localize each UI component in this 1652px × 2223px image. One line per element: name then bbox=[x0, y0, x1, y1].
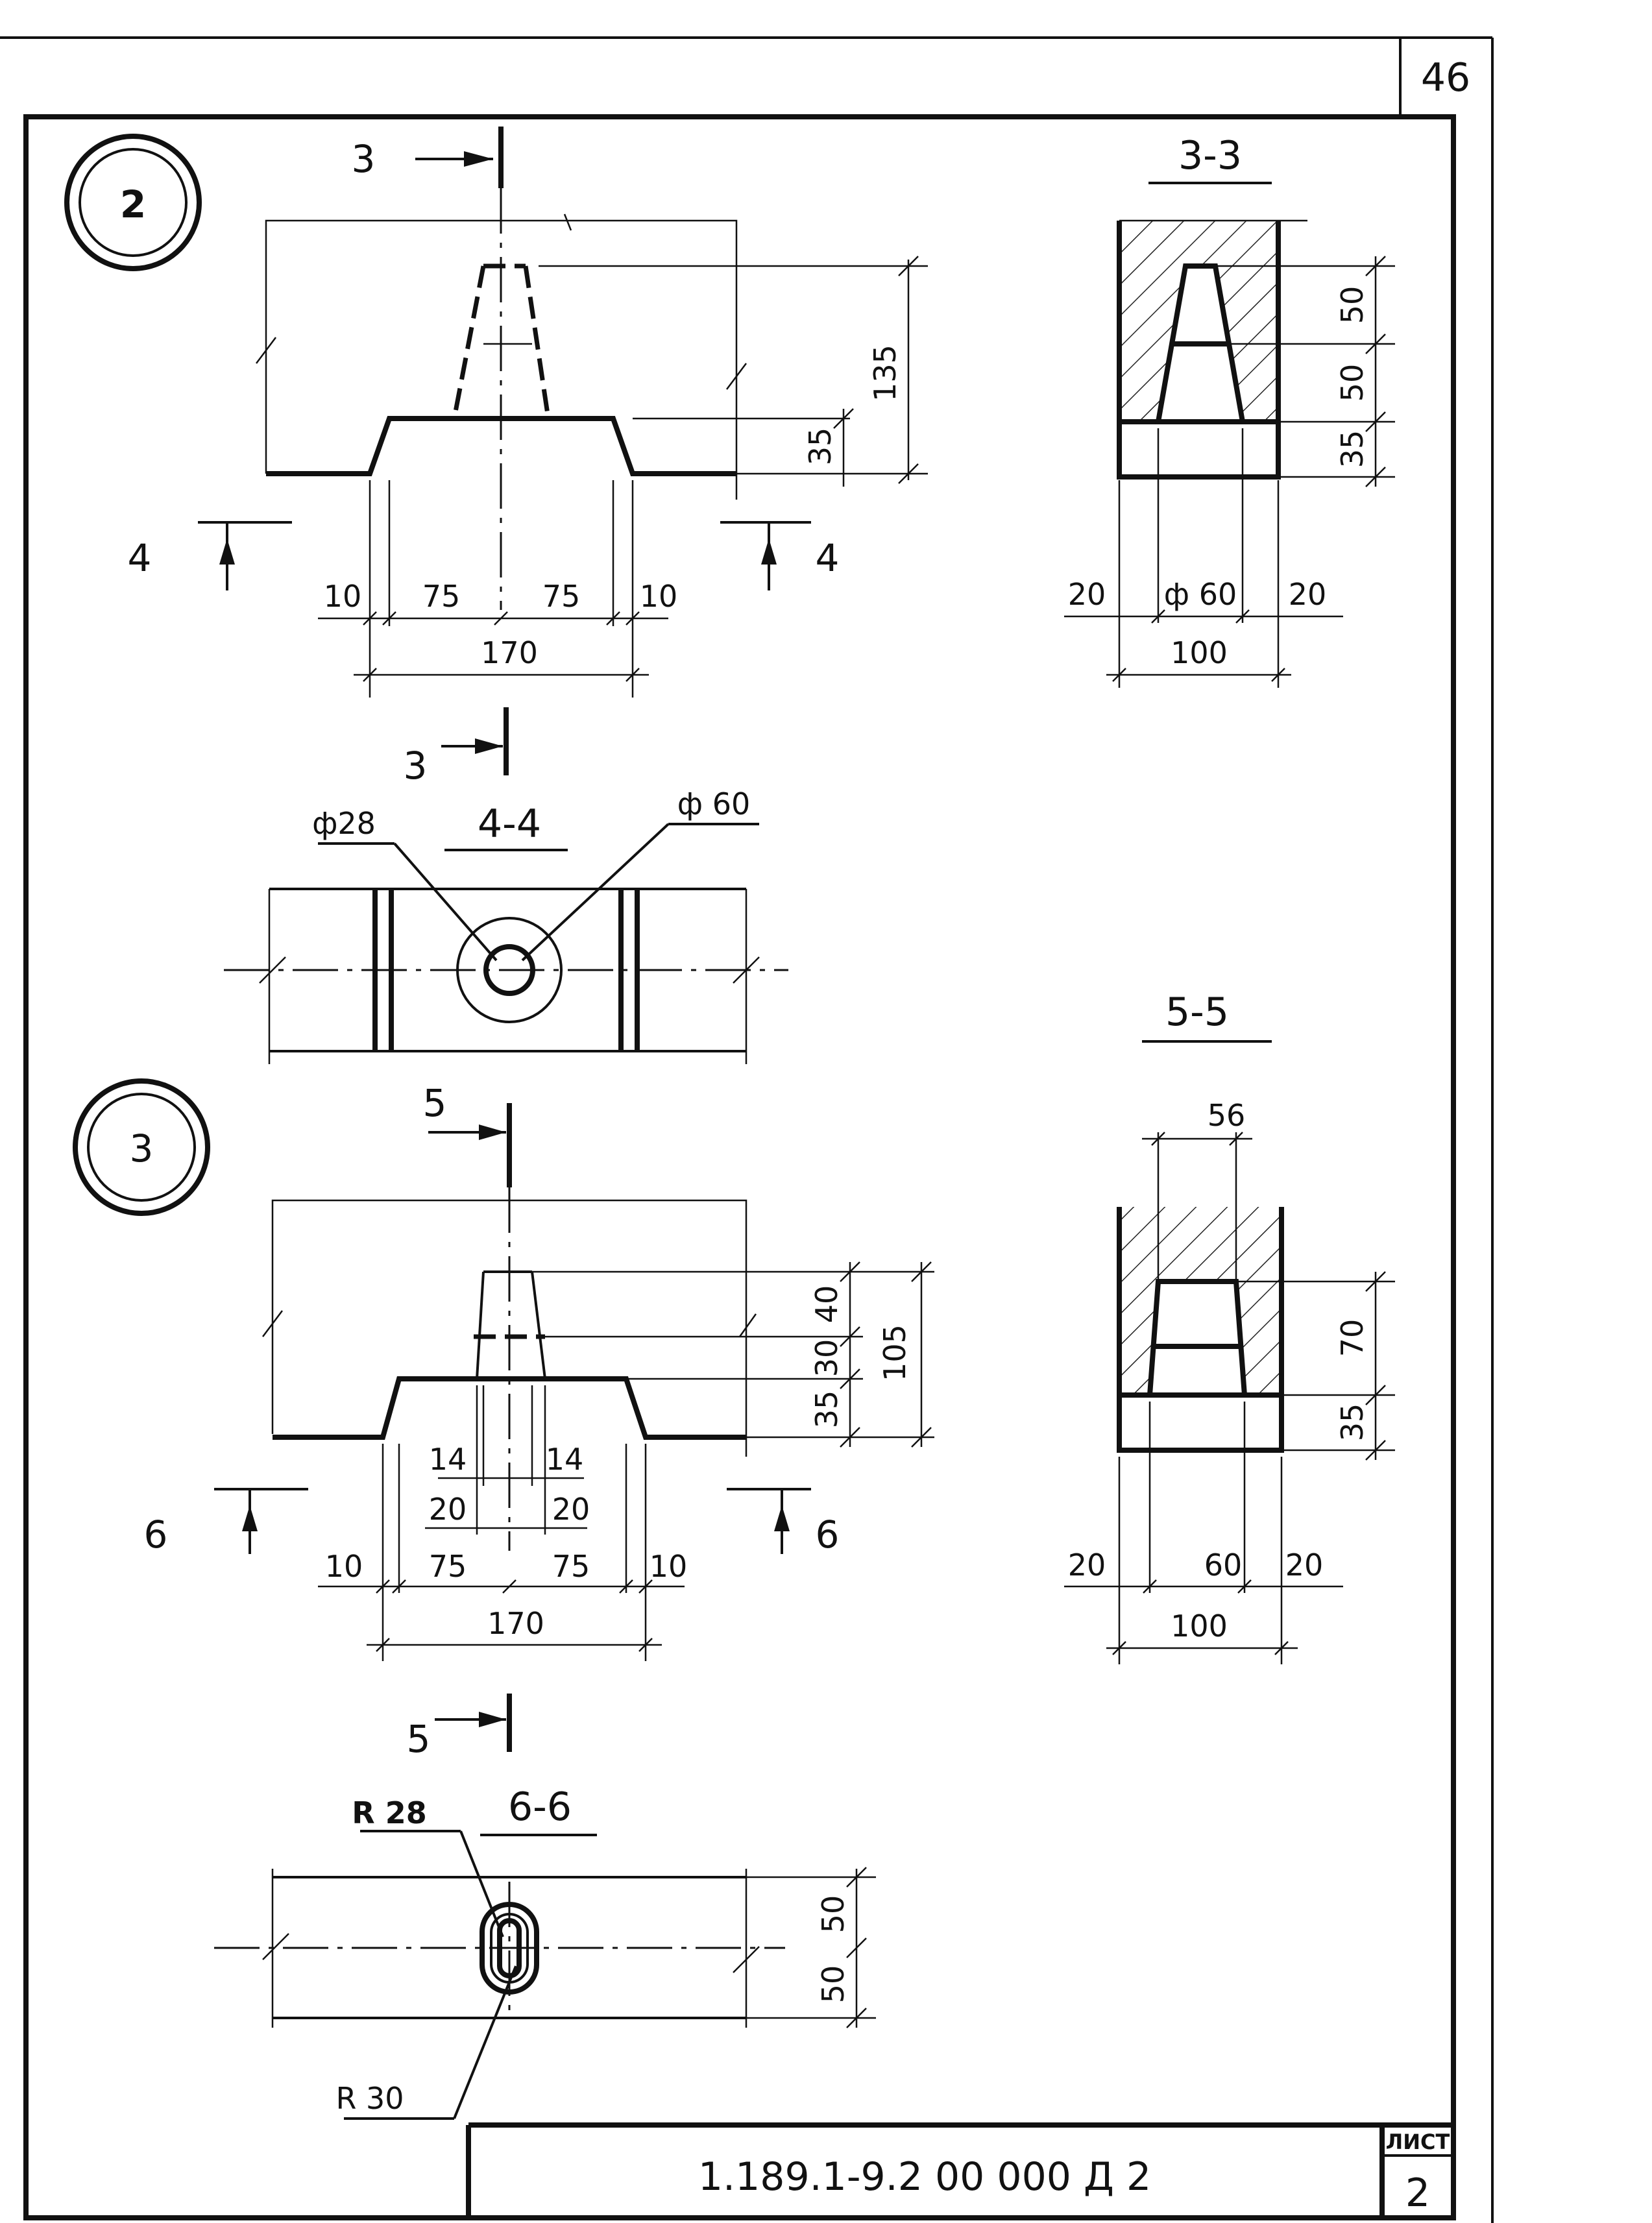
section-3-3-dim-right: 20 bbox=[1289, 577, 1327, 612]
section-6-6-dim-50-top: 50 bbox=[816, 1895, 851, 1934]
section-6-6-plan bbox=[214, 1830, 876, 2120]
detail-3-dim-75-left: 75 bbox=[429, 1549, 467, 1584]
detail-3-cut-5-top: 5 bbox=[423, 1081, 512, 1187]
detail-2-dim-10-right: 10 bbox=[640, 579, 678, 614]
section-3-3-drawing bbox=[1064, 219, 1395, 688]
section-3-3-title: 3-3 bbox=[1178, 133, 1242, 178]
section-5-5-drawing bbox=[1064, 1132, 1395, 1664]
section-3-3-dim-total: 100 bbox=[1171, 635, 1228, 670]
detail-3-dim-20-right: 20 bbox=[552, 1492, 590, 1527]
section-4-4-callout-right: ф 60 bbox=[677, 786, 750, 821]
svg-text:3: 3 bbox=[404, 744, 428, 788]
detail-3-marker: 3 bbox=[73, 1078, 210, 1216]
document-code: 1.189.1-9.2 00 000 Д 2 bbox=[698, 2154, 1151, 2200]
detail-3-elevation bbox=[262, 1187, 934, 1551]
detail-3-cut-6-left: 6 bbox=[144, 1488, 308, 1557]
detail-2-bottom-dims bbox=[318, 480, 668, 698]
detail-3-cut-5-bottom: 5 bbox=[407, 1694, 512, 1761]
detail-3-dim-total: 170 bbox=[487, 1606, 544, 1641]
svg-text:4: 4 bbox=[816, 536, 840, 580]
detail-3-dim-40: 40 bbox=[809, 1285, 844, 1324]
section-4-4-plan bbox=[224, 823, 788, 1064]
sheet-label: ЛИСТ bbox=[1386, 2130, 1450, 2154]
detail-3-dim-14-left: 14 bbox=[429, 1442, 467, 1477]
svg-text:2: 2 bbox=[120, 182, 146, 226]
detail-2-dim-base: 35 bbox=[803, 428, 838, 466]
detail-2-dim-75-right: 75 bbox=[542, 579, 581, 614]
section-5-5-dim-35: 35 bbox=[1335, 1403, 1370, 1442]
section-5-5-dim-right: 20 bbox=[1285, 1548, 1324, 1583]
svg-text:5: 5 bbox=[407, 1717, 431, 1761]
section-6-6-callout-top: R 28 bbox=[352, 1795, 426, 1830]
section-3-3-dim-50-mid: 50 bbox=[1335, 364, 1370, 402]
detail-3-dim-14-right: 14 bbox=[546, 1442, 584, 1477]
detail-3-cut-6-right: 6 bbox=[727, 1488, 840, 1557]
detail-2-marker: 2 bbox=[64, 134, 202, 271]
detail-3-dim-75-right: 75 bbox=[552, 1549, 590, 1584]
section-4-4-callout-left: ф28 bbox=[312, 806, 376, 841]
section-3-3-dim-35: 35 bbox=[1335, 430, 1370, 468]
detail-3-dim-35: 35 bbox=[809, 1391, 844, 1429]
detail-3-dim-height: 105 bbox=[877, 1324, 912, 1381]
section-5-5-title: 5-5 bbox=[1165, 990, 1229, 1035]
section-5-5-dim-mid: 60 bbox=[1204, 1548, 1243, 1583]
title-block bbox=[466, 2122, 1453, 2218]
section-6-6-callout-bottom: R 30 bbox=[335, 2081, 404, 2116]
svg-text:3: 3 bbox=[130, 1126, 154, 1171]
svg-text:3: 3 bbox=[352, 137, 376, 181]
detail-2-cut-4-right: 4 bbox=[720, 521, 840, 590]
sheet-frame bbox=[0, 36, 1494, 2223]
section-3-3-dim-left: 20 bbox=[1068, 577, 1106, 612]
svg-text:5: 5 bbox=[423, 1081, 447, 1125]
section-3-3-dim-50-top: 50 bbox=[1335, 286, 1370, 324]
detail-3-dim-10-left: 10 bbox=[325, 1549, 363, 1584]
svg-text:6: 6 bbox=[144, 1512, 168, 1557]
detail-2-dim-75-left: 75 bbox=[422, 579, 461, 614]
sheet-number: 2 bbox=[1405, 2170, 1430, 2216]
section-6-6-dim-50-bottom: 50 bbox=[816, 1965, 851, 2004]
detail-2-dim-10-left: 10 bbox=[324, 579, 362, 614]
section-5-5-dim-top: 56 bbox=[1208, 1098, 1246, 1133]
detail-2-dim-total: 170 bbox=[481, 635, 538, 670]
detail-2-cut-3-top: 3 bbox=[352, 127, 504, 188]
detail-2-elevation bbox=[256, 188, 928, 610]
section-5-5-dim-70: 70 bbox=[1335, 1319, 1370, 1357]
section-5-5-dim-total: 100 bbox=[1171, 1609, 1228, 1644]
section-4-4-title: 4-4 bbox=[478, 801, 541, 847]
section-6-6-title: 6-6 bbox=[508, 1784, 572, 1830]
detail-3-bottom-dims bbox=[318, 1385, 685, 1661]
detail-2-dim-height: 135 bbox=[868, 345, 903, 402]
detail-3-dim-20-left: 20 bbox=[429, 1492, 467, 1527]
svg-text:6: 6 bbox=[816, 1512, 840, 1557]
detail-3-dim-10-right: 10 bbox=[650, 1549, 688, 1584]
svg-text:4: 4 bbox=[128, 536, 152, 580]
section-5-5-dim-left: 20 bbox=[1068, 1548, 1106, 1583]
detail-2-cut-4-left: 4 bbox=[128, 521, 292, 590]
section-3-3-dim-mid: ф 60 bbox=[1164, 577, 1237, 612]
sheet-number-top: 46 bbox=[1421, 55, 1470, 101]
detail-3-dim-30: 30 bbox=[809, 1339, 844, 1378]
detail-2-cut-3-bottom: 3 bbox=[404, 707, 509, 788]
